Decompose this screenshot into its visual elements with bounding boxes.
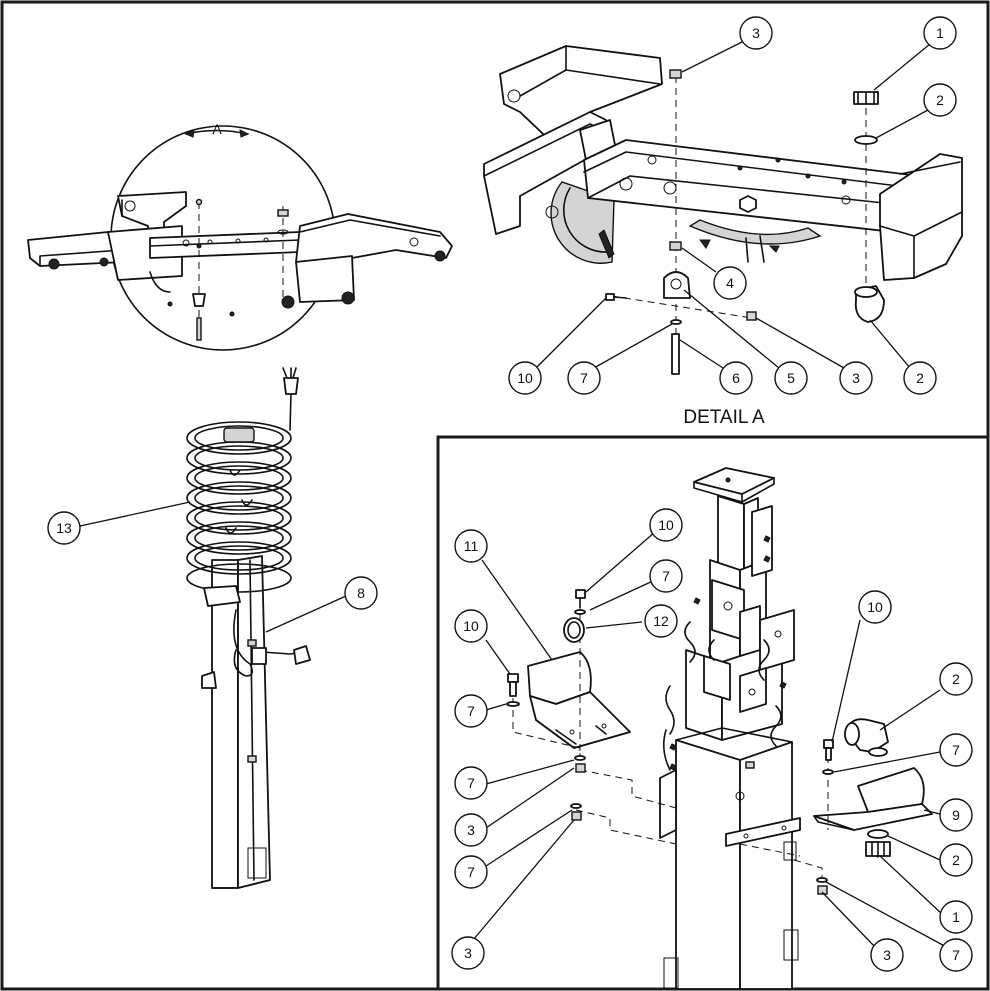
callout-number: 7 (662, 568, 670, 584)
callout-number: 7 (580, 370, 588, 386)
callout-number: 4 (726, 275, 734, 291)
callout-number: 7 (952, 947, 960, 963)
callout-balloon: 3 (839, 361, 873, 395)
callout-number: 3 (752, 25, 760, 41)
callout-number: 1 (952, 909, 960, 925)
callout-balloon: 7 (454, 766, 488, 800)
callout-balloon: 10 (454, 609, 488, 643)
callout-balloon: 9 (939, 798, 973, 832)
callout-number: 7 (467, 775, 475, 791)
callout-balloon: 7 (567, 361, 601, 395)
callout-balloon: 7 (454, 855, 488, 889)
callout-balloon: 2 (939, 662, 973, 696)
callout-balloon: 6 (719, 361, 753, 395)
callout-number: 7 (467, 864, 475, 880)
detail-caption: DETAIL A (683, 407, 765, 428)
callout-balloon: 2 (903, 361, 937, 395)
callout-number: 9 (952, 807, 960, 823)
mast-with-coil-view (186, 367, 311, 889)
callout-balloon: 3 (451, 936, 485, 970)
callout-number: 8 (357, 585, 365, 601)
callout-number: 10 (658, 517, 674, 533)
callout-balloon: 3 (454, 813, 488, 847)
detail-a-view: DETAIL A (483, 45, 963, 428)
callout-balloon: 10 (858, 590, 892, 624)
overall-frame-view: A (27, 121, 453, 351)
callout-number: 5 (787, 370, 795, 386)
callout-number: 12 (653, 613, 669, 629)
callout-number: 10 (517, 370, 533, 386)
callout-number: 7 (467, 703, 475, 719)
callout-balloon: 7 (939, 733, 973, 767)
callout-balloon: 2 (923, 83, 957, 117)
callout-number: 6 (732, 370, 740, 386)
callout-balloon: 7 (939, 938, 973, 972)
callout-number: 3 (852, 370, 860, 386)
callout-number: 2 (952, 852, 960, 868)
callout-balloon: 3 (739, 16, 773, 50)
callout-number: 1 (936, 25, 944, 41)
callout-balloon: 4 (713, 266, 747, 300)
coiled-cable (186, 421, 292, 593)
callout-balloon: 10 (508, 361, 542, 395)
callout-balloon: 12 (644, 604, 678, 638)
callout-number: 2 (936, 92, 944, 108)
callout-number: 3 (467, 822, 475, 838)
callout-number: 11 (464, 538, 479, 554)
leader-lines (79, 41, 953, 951)
callout-number: 7 (952, 742, 960, 758)
mast-bracket-detail-view (506, 467, 933, 990)
callout-balloon: 7 (649, 559, 683, 593)
callout-number: 10 (867, 599, 883, 615)
detail-callout-letter: A (212, 121, 222, 137)
callout-balloon: 7 (454, 694, 488, 728)
callout-balloon: 3 (870, 938, 904, 972)
callout-balloon: 1 (939, 900, 973, 934)
callout-balloon: 10 (649, 508, 683, 542)
callout-number: 3 (883, 947, 891, 963)
callout-balloon: 5 (774, 361, 808, 395)
callout-number: 3 (464, 945, 472, 961)
callout-number: 2 (916, 370, 924, 386)
callout-balloon: 2 (939, 843, 973, 877)
callout-number: 10 (463, 618, 479, 634)
callout-balloon: 13 (47, 511, 81, 545)
callout-number: 13 (56, 520, 72, 536)
callout-number: 2 (952, 671, 960, 687)
callout-balloon: 1 (923, 16, 957, 50)
callout-balloon: 11 (454, 529, 488, 563)
callout-balloon: 8 (344, 576, 378, 610)
